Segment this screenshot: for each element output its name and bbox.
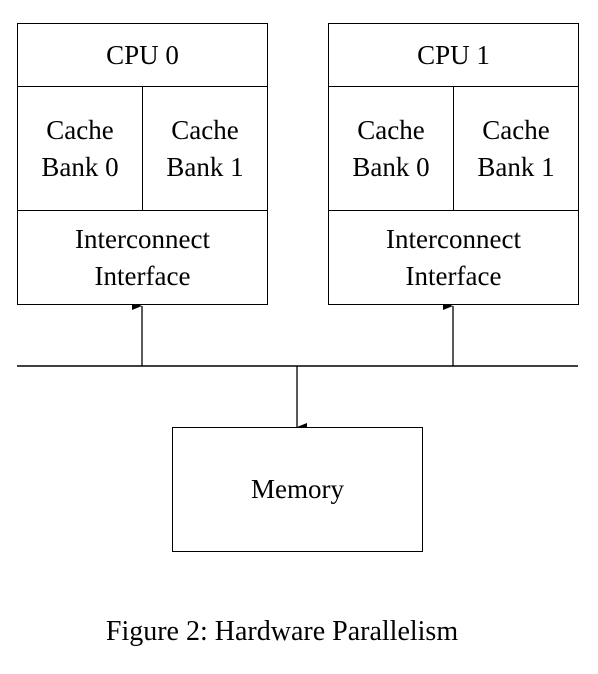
- cpu0-interconnect-interface-box: Interconnect Interface: [17, 210, 268, 305]
- memory-box: Memory: [172, 427, 423, 552]
- cpu1-title: CPU 1: [417, 39, 490, 70]
- figure-caption: Figure 2: Hardware Parallelism: [105, 616, 459, 647]
- cpu1-cache-bank0-box: Cache Bank 0: [328, 86, 454, 211]
- cpu0-cache-bank1-box: Cache Bank 1: [142, 86, 268, 211]
- cpu1-title-box: CPU 1: [328, 23, 579, 87]
- cpu0-cache-bank0-box: Cache Bank 0: [17, 86, 143, 211]
- cpu1-cache-bank1-box: Cache Bank 1: [453, 86, 579, 211]
- cpu0-cache-bank1-label: Cache Bank 1: [166, 114, 244, 182]
- cpu0-interconnect-interface-label: Interconnect Interface: [75, 223, 210, 291]
- cpu0-cache-bank0-label: Cache Bank 0: [41, 114, 119, 182]
- cpu1-interconnect-interface-label: Interconnect Interface: [386, 223, 521, 291]
- memory-label: Memory: [251, 474, 344, 504]
- cpu0-title: CPU 0: [106, 39, 179, 70]
- cpu1-interconnect-interface-box: Interconnect Interface: [328, 210, 579, 305]
- cpu0-title-box: CPU 0: [17, 23, 268, 87]
- cpu1-cache-bank0-label: Cache Bank 0: [352, 114, 430, 182]
- cpu1-cache-bank1-label: Cache Bank 1: [477, 114, 555, 182]
